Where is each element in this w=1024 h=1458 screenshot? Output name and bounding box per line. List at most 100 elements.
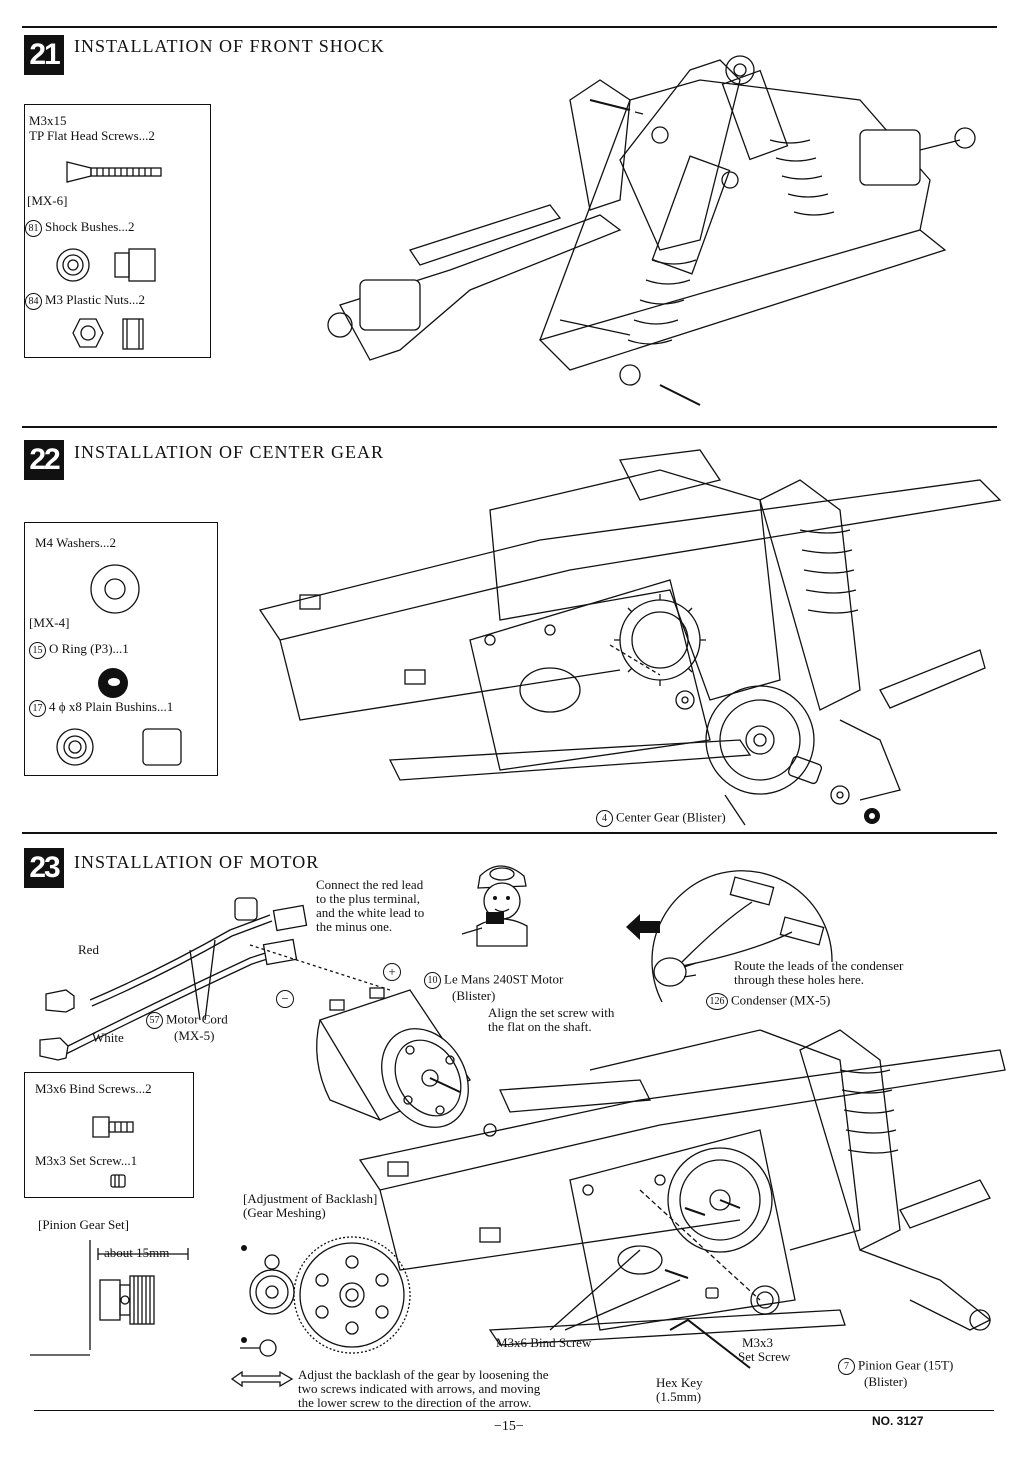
direction-arrow-icon xyxy=(626,914,660,940)
step-21-title: INSTALLATION OF FRONT SHOCK xyxy=(74,36,385,56)
top-rule xyxy=(22,26,997,28)
align-set-screw-note: Align the set screw with the flat on the… xyxy=(488,1006,614,1034)
step-22-title: INSTALLATION OF CENTER GEAR xyxy=(74,442,385,462)
flat-head-screw-icon xyxy=(66,161,162,183)
plain-bushing-icon xyxy=(56,728,182,766)
part-shock-bushes-label: Shock Bushes...2 xyxy=(45,219,135,234)
step-21-number: 21 xyxy=(24,35,64,75)
motor-cord-code: (MX-5) xyxy=(174,1028,215,1043)
route-leads-note: Route the leads of the condenser through… xyxy=(734,959,903,987)
adjust-line-2: two screws indicated with arrows, and mo… xyxy=(298,1381,541,1396)
hex-key-line-1: Hex Key xyxy=(656,1375,703,1390)
pinion-dimension-label: about 15mm xyxy=(104,1245,170,1260)
step-22-number: 22 xyxy=(24,440,64,480)
front-shock-illustration xyxy=(327,55,976,406)
bottom-rule xyxy=(34,1410,994,1411)
bind-screw-label: M3x6 Bind Screw xyxy=(496,1335,592,1350)
set-screw-label: M3x3 Set Screw xyxy=(738,1336,790,1364)
part-ref-15: 15 xyxy=(29,641,46,659)
part-m3x6-bind-screws: M3x6 Bind Screws...2 xyxy=(35,1081,152,1096)
pinion-gear-blister: (Blister) xyxy=(864,1374,908,1389)
backlash-title-line-1: [Adjustment of Backlash] xyxy=(243,1191,378,1206)
red-lead-label: Red xyxy=(78,942,99,957)
motor-blister: (Blister) xyxy=(452,988,496,1003)
rule-step-23 xyxy=(22,832,997,834)
part-code-mx6: [MX-6] xyxy=(27,193,68,208)
motor-ref-10: 10 xyxy=(424,972,441,989)
bind-screw-icon xyxy=(92,1116,134,1138)
backlash-gear-illustration xyxy=(240,1236,411,1357)
center-gear-ref-4: 4 xyxy=(596,810,613,827)
pinion-ref-7: 7 xyxy=(838,1358,855,1375)
center-gear-label: Center Gear (Blister) xyxy=(616,809,726,825)
motor-label: Le Mans 240ST Motor xyxy=(444,971,564,987)
route-line-2: through these holes here. xyxy=(734,972,864,987)
connect-line-1: Connect the red lead xyxy=(316,877,424,892)
part-code-mx4: [MX-4] xyxy=(29,615,70,630)
part-m3x3-set-screw: M3x3 Set Screw...1 xyxy=(35,1153,138,1168)
adjust-line-1: Adjust the backlash of the gear by loose… xyxy=(298,1367,549,1382)
washer-icon xyxy=(90,564,140,614)
connect-line-2: to the plus terminal, xyxy=(316,891,420,906)
minus-terminal-mark: − xyxy=(276,990,294,1008)
document-code: NO. 3127 xyxy=(872,1414,924,1428)
center-gear-illustration xyxy=(258,449,1002,826)
o-ring-icon xyxy=(98,668,128,698)
motor-illustration xyxy=(316,987,471,1128)
part-plastic-nuts-label: M3 Plastic Nuts...2 xyxy=(45,292,146,307)
motor-chassis-illustration xyxy=(358,1029,1006,1369)
condenser-detail-illustration xyxy=(651,870,833,1003)
condenser-label: Condenser (MX-5) xyxy=(731,992,831,1008)
pinion-gear-label: Pinion Gear (15T) xyxy=(858,1357,954,1373)
step-23-number: 23 xyxy=(24,848,64,888)
hex-key-label: Hex Key (1.5mm) xyxy=(656,1376,703,1404)
part-o-ring-label: O Ring (P3)...1 xyxy=(49,641,129,656)
pinion-gear-set-title: [Pinion Gear Set] xyxy=(38,1217,129,1232)
align-line-1: Align the set screw with xyxy=(488,1005,615,1020)
part-m3x15-size: M3x15 xyxy=(29,113,67,128)
plus-terminal-mark: + xyxy=(383,963,401,981)
align-line-2: the flat on the shaft. xyxy=(488,1019,592,1034)
motor-cord-illustration xyxy=(39,897,391,1061)
part-plain-bushing-label: 4 ϕ x8 Plain Bushins...1 xyxy=(49,699,174,714)
rule-step-22 xyxy=(22,426,997,428)
route-line-1: Route the leads of the condenser xyxy=(734,958,904,973)
plastic-nut-icon xyxy=(72,318,144,350)
part-ref-81: 81 xyxy=(25,219,42,237)
set-screw-icon xyxy=(110,1174,126,1188)
step-23-title: INSTALLATION OF MOTOR xyxy=(74,852,320,872)
backlash-title-line-2: (Gear Meshing) xyxy=(243,1205,326,1220)
shock-bush-icon xyxy=(56,248,156,282)
pinion-gear-set-illustration xyxy=(30,1240,189,1356)
backlash-title: [Adjustment of Backlash] (Gear Meshing) xyxy=(243,1192,377,1220)
motor-cord-ref-57: 57 xyxy=(146,1012,163,1029)
connect-line-4: the minus one. xyxy=(316,919,393,934)
adjust-line-3: the lower screw to the direction of the … xyxy=(298,1395,532,1410)
condenser-ref-126: 126 xyxy=(706,993,728,1010)
hex-key-line-2: (1.5mm) xyxy=(656,1389,702,1404)
double-arrow-icon xyxy=(230,1370,294,1388)
white-lead-label: White xyxy=(92,1030,124,1045)
connect-line-3: and the white lead to xyxy=(316,905,425,920)
part-ref-84: 84 xyxy=(25,292,42,310)
adjust-backlash-note: Adjust the backlash of the gear by loose… xyxy=(298,1368,549,1410)
step-23-parts-box: M3x6 Bind Screws...2 M3x3 Set Screw...1 xyxy=(24,1072,194,1198)
motor-cord-label: Motor Cord xyxy=(166,1011,228,1027)
set-screw-line-1: M3x3 xyxy=(742,1335,774,1350)
page-number: −15− xyxy=(494,1419,524,1434)
set-screw-line-2: Set Screw xyxy=(738,1349,791,1364)
connect-lead-note: Connect the red lead to the plus termina… xyxy=(316,878,424,934)
mascot-icon xyxy=(461,865,528,947)
part-m3x15-label: TP Flat Head Screws...2 xyxy=(29,128,155,143)
